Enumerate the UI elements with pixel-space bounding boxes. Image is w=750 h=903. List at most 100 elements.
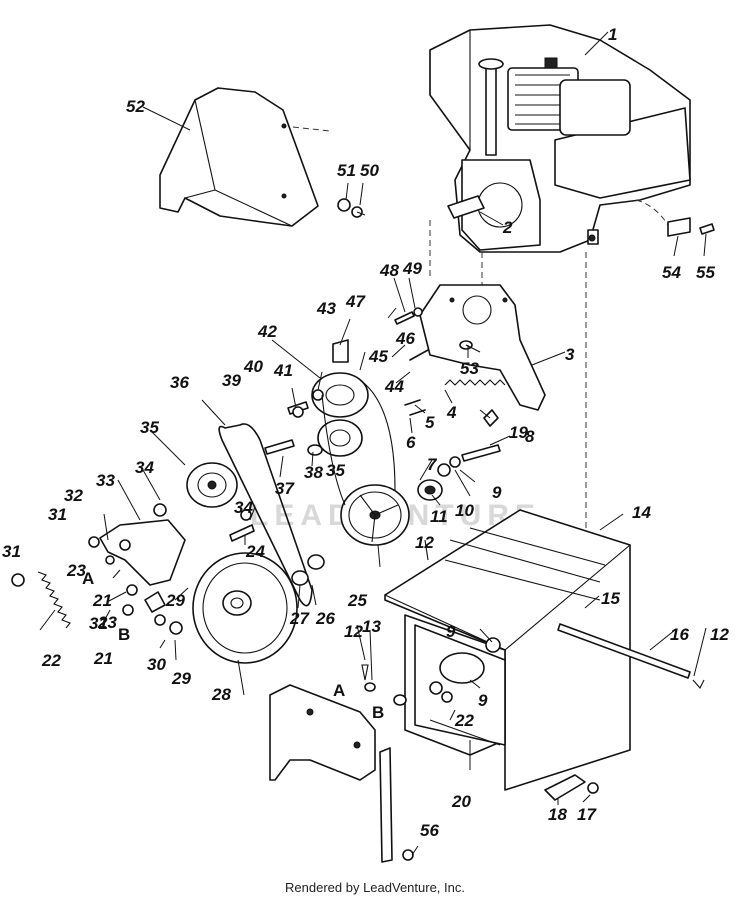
driven-pulley xyxy=(192,552,298,664)
callout-41: 41 xyxy=(273,361,293,380)
callout-22b: 22 xyxy=(454,711,474,730)
callout-12a: 12 xyxy=(415,533,434,552)
callout-10: 10 xyxy=(455,501,474,520)
letter-b-lower: B xyxy=(372,703,384,722)
callout-19: 19 xyxy=(509,423,528,442)
callout-13: 13 xyxy=(362,617,381,636)
cover-screw xyxy=(337,198,366,218)
lower-strap xyxy=(379,747,393,863)
footer-credit: Rendered by LeadVenture, Inc. xyxy=(285,880,465,895)
axle-plate xyxy=(544,774,599,801)
callout-53: 53 xyxy=(460,359,479,378)
bolts-upper xyxy=(394,307,501,477)
engine-pulley-stack xyxy=(264,339,369,457)
callout-31b: 31 xyxy=(48,505,67,524)
callout-15: 15 xyxy=(601,589,620,608)
callout-34b: 34 xyxy=(234,498,253,517)
belt-cover xyxy=(159,87,319,227)
engine-mounting-bracket xyxy=(419,284,546,411)
callout-56: 56 xyxy=(420,821,439,840)
callout-28: 28 xyxy=(211,685,231,704)
callout-29b: 29 xyxy=(171,669,191,688)
callout-36: 36 xyxy=(170,373,189,392)
screw-56 xyxy=(402,849,414,861)
engine xyxy=(429,24,691,253)
tension-spring xyxy=(444,379,506,386)
callout-3: 3 xyxy=(565,345,575,364)
callout-26: 26 xyxy=(315,609,335,628)
callout-22a: 22 xyxy=(41,651,61,670)
callout-1: 1 xyxy=(608,25,617,44)
callout-12b: 12 xyxy=(344,622,363,641)
callout-27: 27 xyxy=(289,609,310,628)
callout-31a: 31 xyxy=(2,542,21,561)
letter-b-left: B xyxy=(118,625,130,644)
callouts: 1 2 3 4 5 6 7 8 9 9 9 10 11 12 12 12 13 … xyxy=(2,25,729,840)
callout-42: 42 xyxy=(257,322,277,341)
idler-spring xyxy=(37,571,71,629)
callout-25: 25 xyxy=(347,591,367,610)
callout-12c: 12 xyxy=(710,625,729,644)
leader-lines xyxy=(39,31,707,856)
pulley-35-left xyxy=(186,462,238,508)
callout-23b: 23 xyxy=(97,613,117,632)
callout-2: 2 xyxy=(502,218,513,237)
frame-housing xyxy=(384,509,631,791)
callout-29a: 29 xyxy=(165,591,185,610)
callout-51: 51 xyxy=(337,161,356,180)
callout-34a: 34 xyxy=(135,458,154,477)
hex-nut-31 xyxy=(11,573,25,587)
callout-48: 48 xyxy=(379,261,399,280)
callout-17: 17 xyxy=(577,805,597,824)
callout-24: 24 xyxy=(245,542,265,561)
callout-43: 43 xyxy=(316,299,336,318)
callout-37: 37 xyxy=(275,479,295,498)
callout-49: 49 xyxy=(402,259,422,278)
callout-30: 30 xyxy=(147,655,166,674)
callout-7: 7 xyxy=(427,455,438,474)
callout-16: 16 xyxy=(670,625,689,644)
callout-21b: 21 xyxy=(93,649,113,668)
lower-bracket-a xyxy=(269,684,376,781)
callout-38: 38 xyxy=(304,463,323,482)
callout-21a: 21 xyxy=(92,591,112,610)
callout-45: 45 xyxy=(368,347,388,366)
callout-9b: 9 xyxy=(446,622,456,641)
callout-6: 6 xyxy=(406,433,416,452)
callout-8: 8 xyxy=(525,427,535,446)
callout-9a: 9 xyxy=(492,483,502,502)
callout-35b: 35 xyxy=(326,461,345,480)
letter-a-left: A xyxy=(82,569,94,588)
callout-5: 5 xyxy=(425,413,435,432)
callout-20: 20 xyxy=(451,792,471,811)
callout-52: 52 xyxy=(126,97,145,116)
callout-47: 47 xyxy=(345,292,366,311)
callout-4: 4 xyxy=(446,403,457,422)
callout-32: 32 xyxy=(64,486,83,505)
callout-39: 39 xyxy=(222,371,241,390)
auger-belt xyxy=(321,379,396,506)
callout-14: 14 xyxy=(632,503,651,522)
callout-46: 46 xyxy=(395,329,415,348)
callout-35a: 35 xyxy=(140,418,159,437)
hairpin-clips xyxy=(361,539,705,706)
axle-rod xyxy=(557,623,691,679)
callout-54: 54 xyxy=(662,263,681,282)
callout-50: 50 xyxy=(360,161,379,180)
callout-23a: 23 xyxy=(66,561,86,580)
callout-44: 44 xyxy=(384,377,404,396)
washers-26-27 xyxy=(291,554,325,586)
v-belt xyxy=(218,423,313,607)
letter-a-lower: A xyxy=(333,681,345,700)
callout-31c: 31 xyxy=(89,614,108,633)
callout-33: 33 xyxy=(96,471,115,490)
callout-40: 40 xyxy=(243,357,263,376)
auger-pulley xyxy=(340,484,410,546)
callout-11: 11 xyxy=(430,507,448,526)
idler-arm xyxy=(88,503,255,635)
reference-letters: A B A B xyxy=(82,569,384,722)
callout-9c: 9 xyxy=(478,691,488,710)
muffler-clip xyxy=(667,217,715,237)
callout-18: 18 xyxy=(548,805,567,824)
